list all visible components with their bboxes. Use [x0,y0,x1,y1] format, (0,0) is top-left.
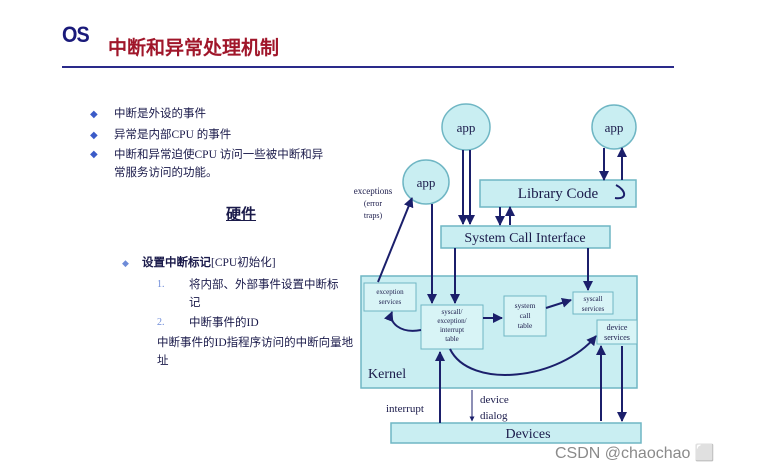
syscall-services-box [572,291,614,315]
devices-box [390,422,642,444]
sub-bullet-icon: ◆ [122,258,129,268]
system-call-table-box [503,295,547,337]
numbered-item: 2. 中断事件的ID [157,317,259,329]
device-services-label: services [604,333,630,342]
exception-services-box [363,282,417,312]
exception-services-label: services [379,298,402,306]
system-call-table-label: system [515,301,536,310]
bullet-item: ◆异常是内部CPU 的事件 [90,125,330,146]
watermark: CSDN @chaochao ⬜ [555,445,715,462]
syscall-services-label: syscall [583,295,602,303]
app-label: app [605,120,624,135]
devices-label: Devices [505,427,550,442]
bullet-icon: ◆ [90,109,98,120]
dispatch-table-label: syscall/ [442,308,463,316]
bullet-icon: ◆ [90,149,98,160]
numbered-item: 1. 将内部、外部事件设置中断标记 [157,279,339,309]
app-circle [441,103,491,151]
bullet-item: ◆中断是外设的事件 [90,104,330,125]
hardware-heading: 硬件 [226,207,257,223]
library-code-label: Library Code [518,186,599,202]
device-services-label: device [607,323,628,332]
subtitle-note: [CPU初始化] [211,257,276,269]
bullet-item: ◆中断和异常迫使CPU 访问一些被中断和异常服务访问的功能。 [90,146,330,182]
hardware-subtitle: ◆ 设置中断标记[CPU初始化] [122,254,362,272]
subtitle-main: 设置中断标记 [142,257,211,269]
dispatch-table-label: exception/ [437,317,466,325]
interrupt-label: interrupt [386,403,424,415]
system-call-interface-label: System Call Interface [464,231,585,246]
interrupt-id-note: 中断事件的ID指程序访问的中断向量地址 [157,337,354,367]
app-circle [402,159,450,205]
library-code-box [479,179,637,208]
exceptions-sub: traps) [364,211,383,220]
page-title: 中断和异常处理机制 [108,38,280,59]
dispatch-table-label: interrupt [440,326,464,334]
bullet-list: ◆中断是外设的事件 ◆异常是内部CPU 的事件 ◆中断和异常迫使CPU 访问一些… [90,104,330,182]
exception-services-label: exception [376,288,404,296]
dispatch-table-label: table [445,335,459,343]
title-divider [62,66,674,68]
exceptions-sub: (error [364,199,383,208]
app-label: app [417,175,436,190]
system-call-table-label: table [518,321,533,330]
bullet-icon: ◆ [90,130,98,141]
exceptions-label: exceptions [354,186,393,196]
device-services-box [596,319,638,345]
device-dialog-label: device [480,394,509,406]
system-call-interface-box [440,225,611,249]
device-dialog-label: dialog [480,410,508,422]
os-logo: OS [62,22,90,47]
kernel-label: Kernel [368,367,406,382]
dispatch-table-box [420,304,484,350]
syscall-services-label: services [582,305,605,313]
system-call-table-label: call [520,311,531,320]
app-circle [591,104,637,150]
app-label: app [457,120,476,135]
